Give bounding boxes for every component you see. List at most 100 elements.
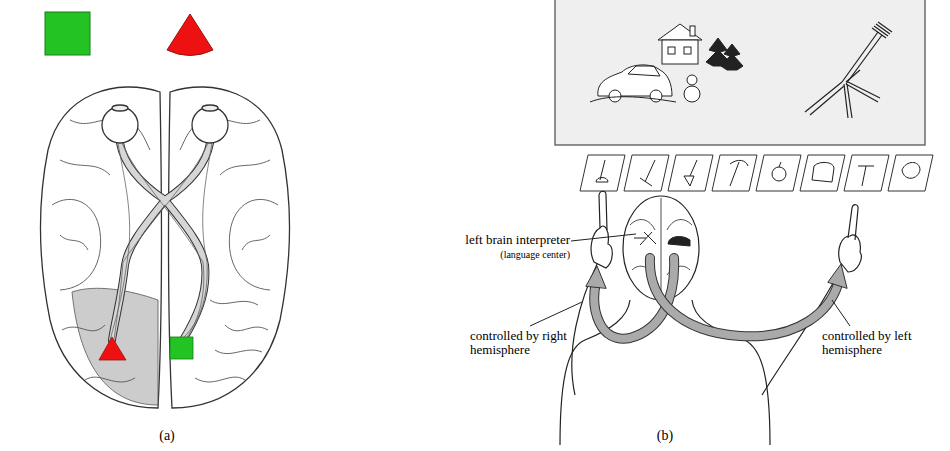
eyeballs [112,105,128,111]
optic-pathways [112,143,210,340]
object-cards [888,155,933,191]
snow-scene-picture [609,90,621,102]
snow-scene-picture [684,86,700,102]
eyeballs [202,105,218,111]
control-arrows [650,258,838,336]
person-figure [848,205,858,240]
snow-scene-picture [628,66,660,76]
optic-pathways [181,143,212,340]
brain-gyri [60,160,110,175]
callout-label: left brain interpreter [452,233,570,247]
leader-lines [832,300,850,326]
brain-images-in-head [668,237,690,246]
snow-scene-picture [590,24,743,102]
stimulus-shapes [45,12,213,56]
object-cards [668,155,713,191]
chicken-claw-picture [844,84,852,118]
card-icons [812,162,834,182]
projected-shapes [99,337,193,360]
eyeballs [192,107,228,143]
control-arrows [586,266,606,288]
person-figure [632,266,690,275]
object-cards [844,155,889,191]
snow-scene-picture [658,24,702,40]
projected-shapes [170,337,193,359]
card-icons [902,163,920,179]
brain-gyri [215,350,262,354]
eyeballs [102,105,228,143]
optic-pathways [165,200,205,340]
object-cards [580,155,933,191]
optic-pathways [112,143,210,340]
object-cards [580,155,625,191]
optic-pathways [110,143,212,340]
object-cards [800,155,845,191]
brain-gyri [62,325,105,331]
brain-images-in-head [634,232,690,246]
projected-shapes [99,337,126,360]
callout-label: controlled by left hemisphere [822,329,922,358]
card-icons [640,160,655,186]
chicken-claw-picture [805,82,844,115]
brain-gyri [85,377,135,382]
control-arrows [586,258,847,339]
eyeballs [102,107,138,143]
brain-outline [41,87,290,408]
person-figure [560,191,861,445]
optic-pathways [112,200,165,340]
brain-outline [41,87,162,408]
brain-gyri [195,377,245,382]
optic-pathways [165,143,210,200]
brain-gyri [220,160,270,175]
person-figure [762,238,848,395]
snow-scene-picture [687,75,697,85]
leader-lines [571,234,636,241]
stimulus-shapes [167,14,213,56]
snow-scene-picture [598,65,672,96]
brain-images-in-head [634,232,656,245]
brain-gyri [242,235,270,250]
control-arrows [828,264,847,288]
optic-pathways [112,200,165,340]
person-figure [692,300,770,445]
brain-gyri [229,199,278,290]
card-icons [730,160,748,186]
card-icons [684,160,697,186]
panel-label: (a) [152,428,182,443]
snow-scene-picture [684,47,691,54]
panel-label: (b) [650,428,680,443]
brain-gyri [210,300,258,305]
brain-gyri [52,199,101,290]
snow-scene-picture [690,26,695,36]
optic-pathways [165,200,205,340]
person-figure [661,198,662,300]
object-cards [756,155,801,191]
stimulus-shapes [45,12,90,55]
chicken-claw-picture [842,32,882,84]
optic-pathways [165,143,210,200]
control-arrows [650,258,838,336]
brain-gyri [52,119,278,382]
person-figure [599,191,607,230]
chicken-claw-picture [805,22,892,118]
optic-pathways [114,143,208,340]
card-icons [858,166,874,186]
snow-scene-picture [721,44,743,70]
card-icons [772,167,786,181]
display-screen [555,0,925,145]
card-icons [596,160,920,186]
optic-pathways [110,143,130,340]
snow-scene-picture [668,47,675,54]
callout-label: controlled by right hemisphere [470,329,570,358]
brain-outline [169,87,290,408]
brain-gyri [225,325,268,331]
object-cards [624,155,669,191]
chicken-claw-picture [846,82,880,102]
object-cards [712,155,757,191]
person-figure [591,226,612,268]
optic-pathways [122,143,204,340]
snow-scene-picture [650,90,662,102]
leader-lines [530,302,582,326]
